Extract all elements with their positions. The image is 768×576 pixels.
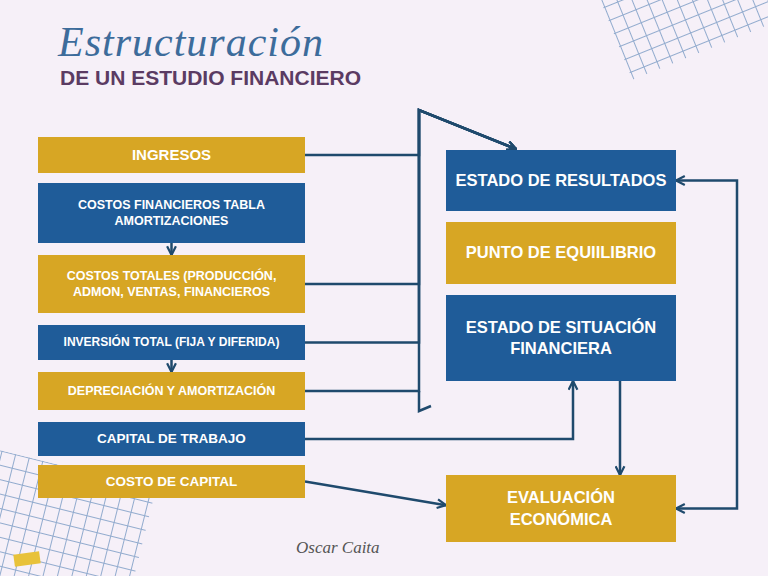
node-label: PUNTO DE EQUIILIBRIO (466, 242, 656, 263)
connector-arrow (305, 381, 573, 439)
node-label: CAPITAL DE TRABAJO (97, 430, 246, 448)
node-label: ESTADO DE SITUACIÓN FINANCIERA (454, 317, 668, 360)
process-box: COSTOS TOTALES (PRODUCCIÓN, ADMON, VENTA… (38, 255, 305, 313)
grid-decoration (591, 0, 768, 80)
grid-decoration (0, 440, 156, 576)
process-box: DEPRECIACIÓN Y AMORTIZACIÓN (38, 372, 305, 410)
signature-text: Oscar Caita (296, 538, 380, 558)
connector-arrow (170, 360, 173, 372)
process-box: ESTADO DE RESULTADOS (446, 150, 676, 211)
process-box: COSTOS FINANCIEROS TABLA AMORTIZACIONES (38, 183, 305, 243)
node-label: DEPRECIACIÓN Y AMORTIZACIÓN (68, 383, 275, 399)
process-box: INVERSIÓN TOTAL (FIJA Y DIFERIDA) (38, 325, 305, 360)
node-label: COSTOS TOTALES (PRODUCCIÓN, ADMON, VENTA… (46, 268, 297, 301)
connector-arrow (676, 181, 737, 509)
process-box: COSTO DE CAPITAL (38, 465, 305, 498)
node-label: INGRESOS (132, 145, 211, 165)
subtitle-text: DE UN ESTUDIO FINANCIERO (60, 66, 361, 90)
node-label: ESTADO DE RESULTADOS (456, 170, 667, 191)
connector-arrow (305, 482, 446, 506)
process-box: INGRESOS (38, 137, 305, 173)
process-box: CAPITAL DE TRABAJO (38, 422, 305, 456)
connector-arrow (305, 110, 516, 155)
connector-arrow (619, 381, 622, 475)
tape-decoration (13, 551, 40, 567)
node-label: COSTO DE CAPITAL (106, 473, 238, 491)
connector-arrow (170, 243, 173, 255)
node-label: COSTOS FINANCIEROS TABLA AMORTIZACIONES (46, 197, 297, 230)
node-label: EVALUACIÓN ECONÓMICA (454, 487, 668, 530)
title-text: Estructuración (58, 18, 324, 66)
process-box: EVALUACIÓN ECONÓMICA (446, 475, 676, 542)
bracket-line (419, 391, 431, 411)
process-box: ESTADO DE SITUACIÓN FINANCIERA (446, 295, 676, 381)
process-box: PUNTO DE EQUIILIBRIO (446, 222, 676, 284)
node-label: INVERSIÓN TOTAL (FIJA Y DIFERIDA) (64, 335, 280, 351)
